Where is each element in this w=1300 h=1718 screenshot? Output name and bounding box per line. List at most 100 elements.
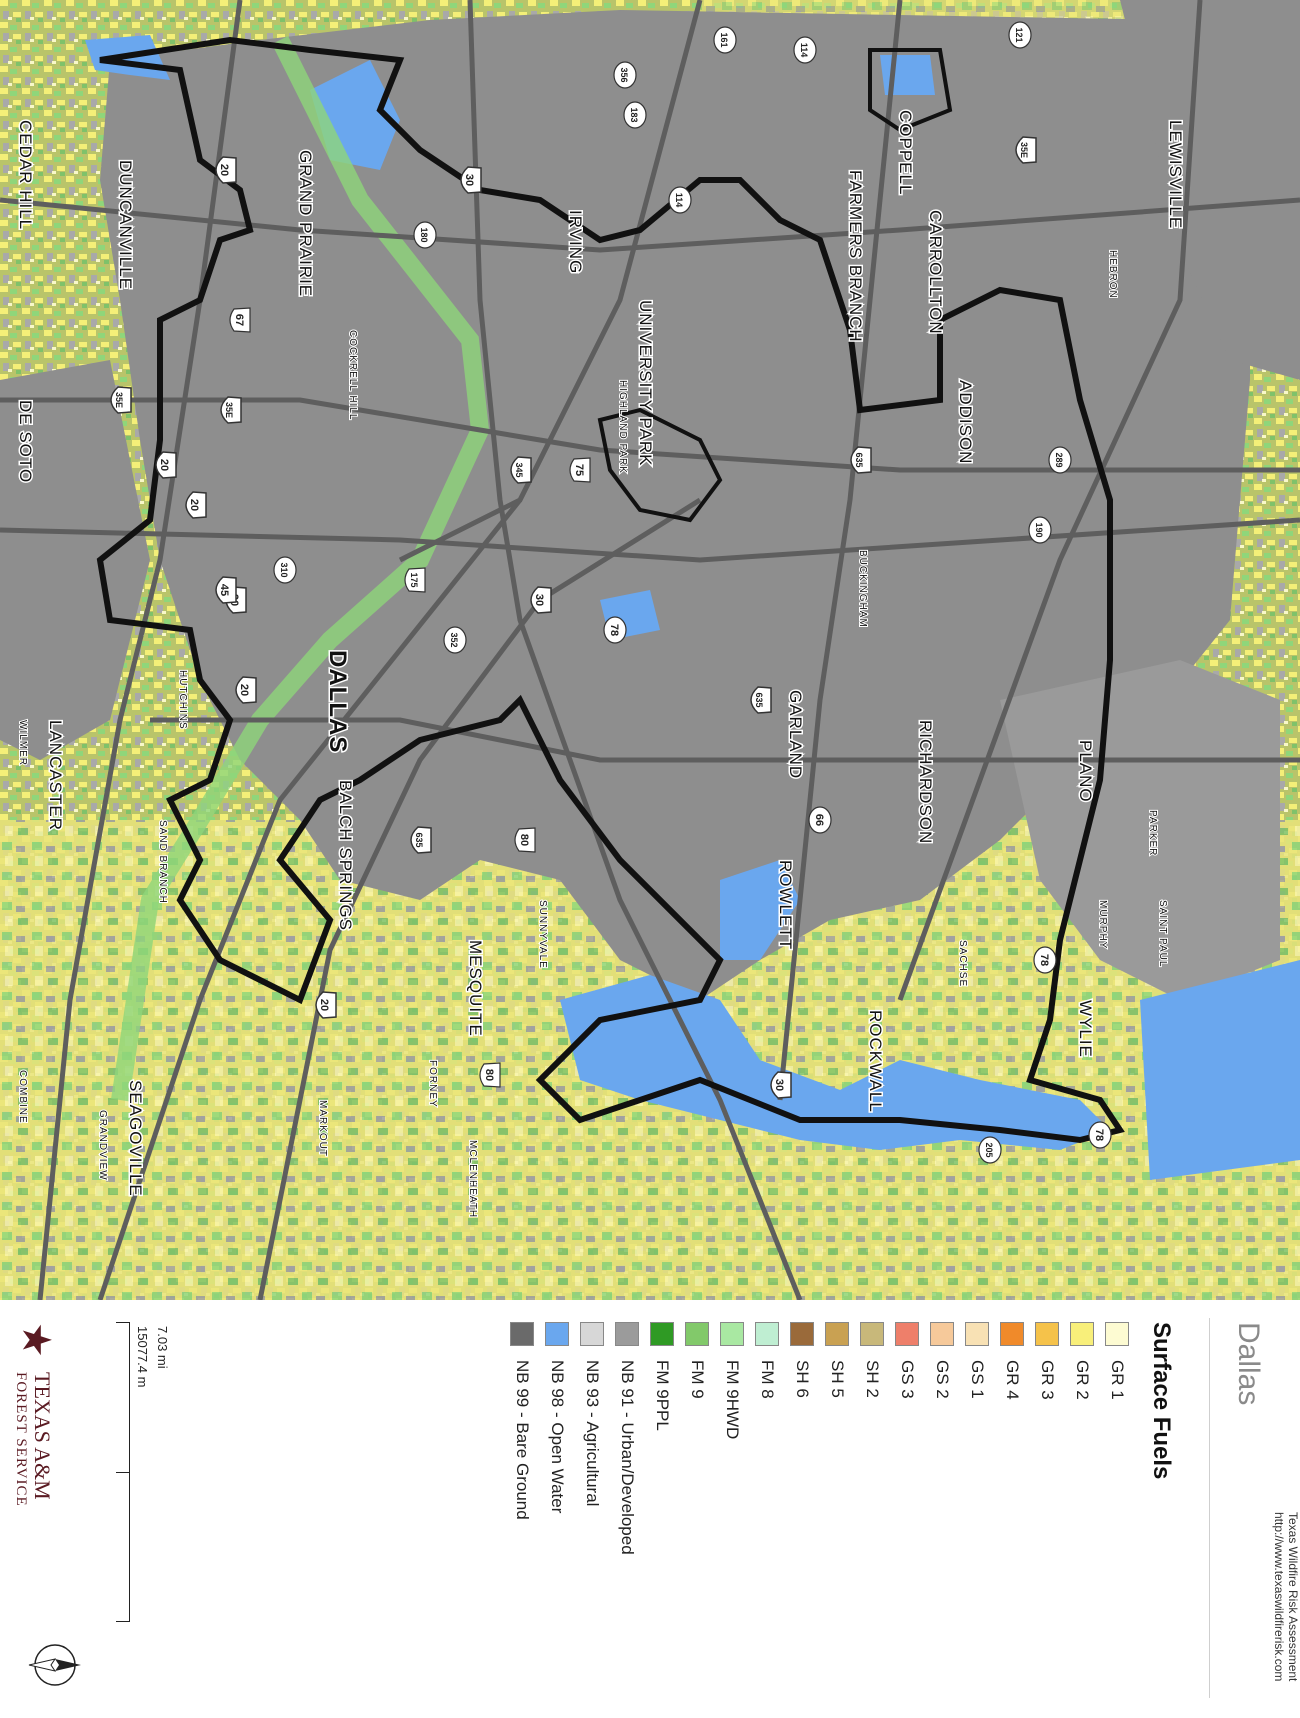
urban-southwest [0,360,150,760]
route-number: 180 [419,227,429,242]
title-divider [1209,1318,1210,1698]
place-label: SEAGOVILLE [126,1080,145,1197]
route-number: 190 [1034,522,1044,537]
place-label: DUNCANVILLE [116,160,135,290]
legend-label: SH 5 [828,1360,848,1398]
area-title: Dallas [1232,1322,1265,1406]
legend-label: GR 4 [1003,1360,1023,1400]
place-label: FORNEY [427,1060,438,1108]
legend-swatch [790,1322,815,1346]
legend-swatch [1000,1322,1025,1346]
route-shield: 180 [413,221,437,249]
legend-label: SH 6 [793,1360,813,1398]
place-label: DE SOTO [16,400,35,483]
legend-label: FM 9 [688,1360,708,1399]
legend-item: GS 2 [925,1322,960,1702]
legend-swatch [930,1322,955,1346]
legend-item: GR 4 [995,1322,1030,1702]
route-shield: 67 [229,307,251,333]
route-shield: 289 [1048,446,1072,474]
route-number: 20 [188,499,200,511]
route-shield: 20 [315,991,337,1019]
place-label: ROWLETT [776,860,795,950]
legend-swatch [580,1322,605,1346]
place-label: COMBINE [17,1070,28,1124]
place-label: CARROLLTON [926,210,945,335]
highland-park-boundary [597,407,723,523]
legend-label: NB 91 - Urban/Developed [618,1360,638,1555]
route-number: 20 [318,999,330,1011]
legend-swatch [720,1322,745,1346]
credit-block: Texas Wildfire Risk Assessment http://ww… [1272,1300,1300,1718]
route-number: 78 [1093,1129,1105,1141]
route-shield: 352 [443,626,467,654]
lake-ray-hubbard-north [720,860,800,960]
route-number: 635 [854,452,864,467]
legend-swatch [1105,1322,1130,1346]
legend-item: NB 98 - Open Water [540,1322,575,1702]
route-shield: 190 [1028,516,1052,544]
place-label: COPPELL [896,110,915,195]
route-shield: 161 [713,26,737,54]
place-label: LEWISVILLE [1166,120,1185,229]
route-shield: 35E [220,396,242,424]
route-shield: 205 [978,1136,1002,1164]
route-number: 635 [754,692,764,707]
legend-swatch [1035,1322,1060,1346]
route-shield: 20 [185,491,207,519]
route-number: 635 [414,832,424,847]
place-label: ADDISON [956,380,975,464]
scale-tick-start [116,1322,130,1323]
legend-swatch [860,1322,885,1346]
place-label: GARLAND [786,690,805,779]
lake-ray-hubbard [560,975,1110,1150]
legend-swatch [825,1322,850,1346]
route-shield: 356 [613,61,637,89]
legend-label: GS 3 [898,1360,918,1399]
north-arrow-icon: N [28,1644,85,1686]
legend-item: GS 3 [890,1322,925,1702]
legend-item: GR 1 [1100,1322,1135,1702]
place-label: HIGHLAND PARK [617,380,628,474]
city-boundary [96,36,1125,1144]
place-label: MARKOUT [317,1100,328,1157]
legend-label: GR 3 [1038,1360,1058,1400]
logo-line2: FOREST SERVICE [13,1372,29,1507]
star-logo-icon: ★ [14,1322,58,1358]
legend-heading: Surface Fuels [1148,1322,1175,1480]
legend-item: SH 6 [785,1322,820,1702]
route-number: 80 [518,834,530,846]
scale-bar: 7.03 mi 15077.4 m [70,1322,170,1662]
route-shield: 20 [215,156,237,184]
legend-label: NB 98 - Open Water [548,1360,568,1514]
route-number: 35E [224,402,234,418]
route-number: 175 [409,572,419,587]
place-label: SACHSE [957,940,968,987]
route-shield: 635 [750,686,772,714]
route-shield: 175 [404,567,426,593]
place-label: BUCKINGHAM [857,550,868,628]
route-shield: 310 [273,556,297,584]
route-number: 30 [773,1079,785,1091]
route-shield: 30 [770,1071,792,1099]
route-shield: 78 [603,616,627,644]
route-number: 20 [218,164,230,176]
legend-item: GR 3 [1030,1322,1065,1702]
route-number: 35E [1019,142,1029,158]
legend-item: SH 2 [855,1322,890,1702]
scale-miles: 7.03 mi [155,1326,170,1369]
place-label: UNIVERSITY PARK [636,300,655,466]
route-shield: 183 [623,101,647,129]
route-number: 20 [238,684,250,696]
lake-coppell [880,55,935,95]
route-number: 66 [813,814,825,826]
route-shield: 635 [850,446,872,474]
north-label: N [84,1661,85,1668]
scale-tick-end [116,1621,130,1622]
place-label: GRANDVIEW [97,1110,108,1181]
lake-lavon [1140,960,1300,1180]
legend-swatch [965,1322,990,1346]
